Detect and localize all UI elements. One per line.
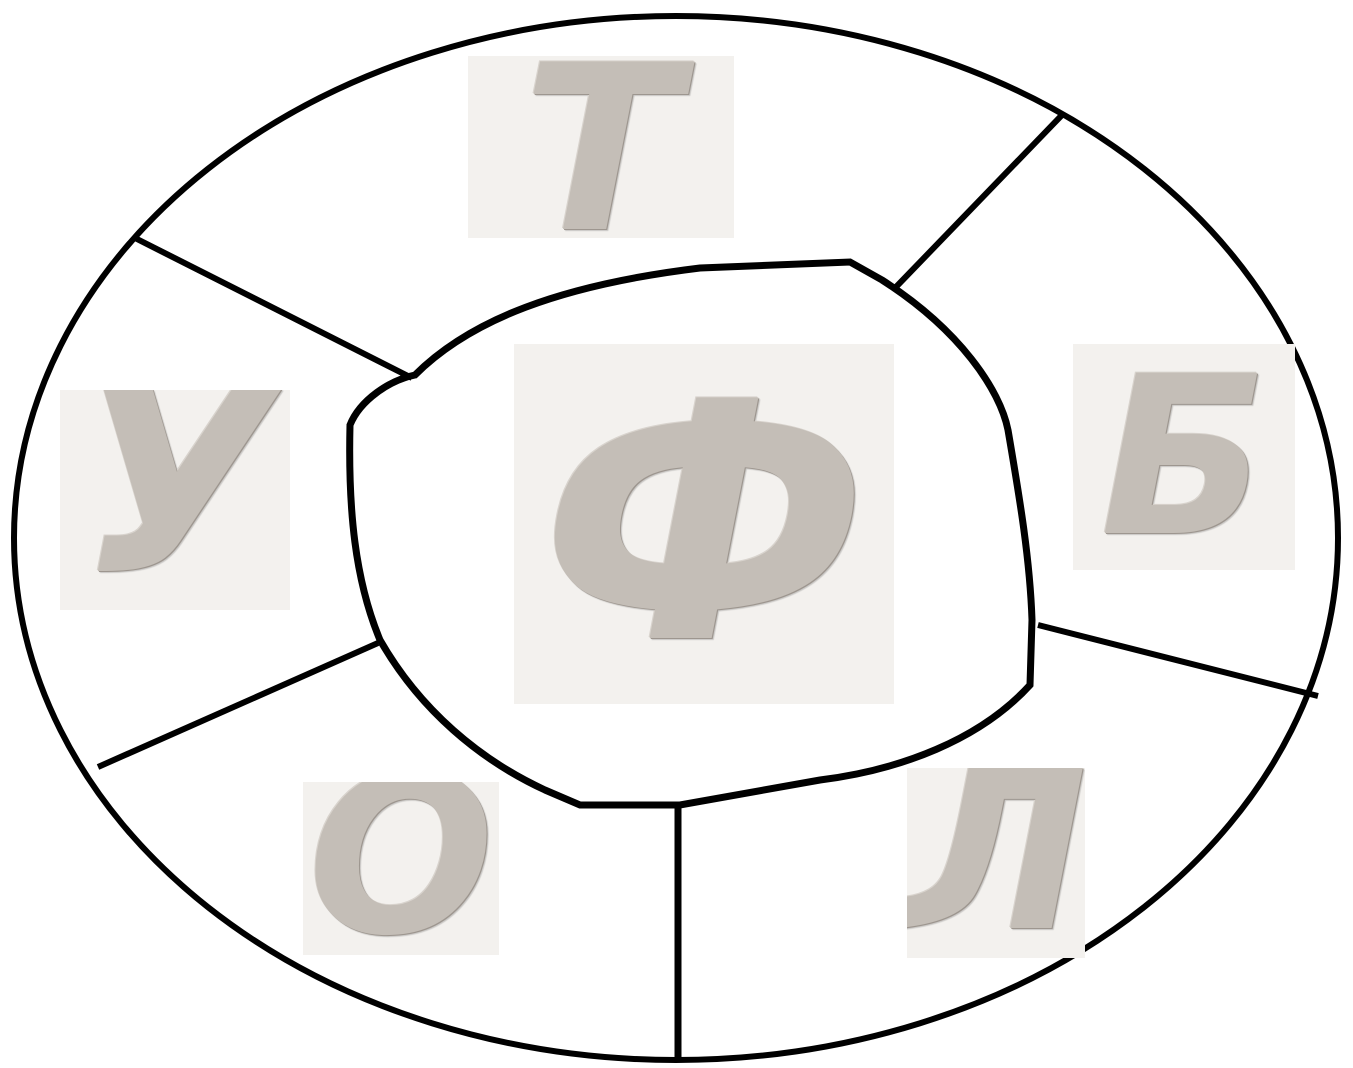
spoke-right (1038, 625, 1318, 696)
letter-card-right[interactable]: Б (1073, 344, 1295, 570)
letter-right: Б (1100, 347, 1268, 567)
letter-card-left[interactable]: У (60, 390, 290, 610)
letter-bottom-right: Л (907, 768, 1085, 958)
spoke-bottom-left (98, 643, 378, 767)
spoke-top-right (895, 115, 1062, 288)
letter-card-bottom-right[interactable]: Л (907, 768, 1085, 958)
letter-center: Ф (540, 359, 867, 689)
letter-card-center[interactable]: Ф (514, 344, 894, 704)
letter-card-top[interactable]: Т (468, 56, 734, 238)
letter-card-bottom-left[interactable]: О (303, 782, 499, 955)
letter-bottom-left: О (307, 782, 494, 955)
spoke-top-left (135, 238, 412, 378)
letter-top: Т (523, 56, 680, 238)
letter-left: У (79, 390, 272, 610)
